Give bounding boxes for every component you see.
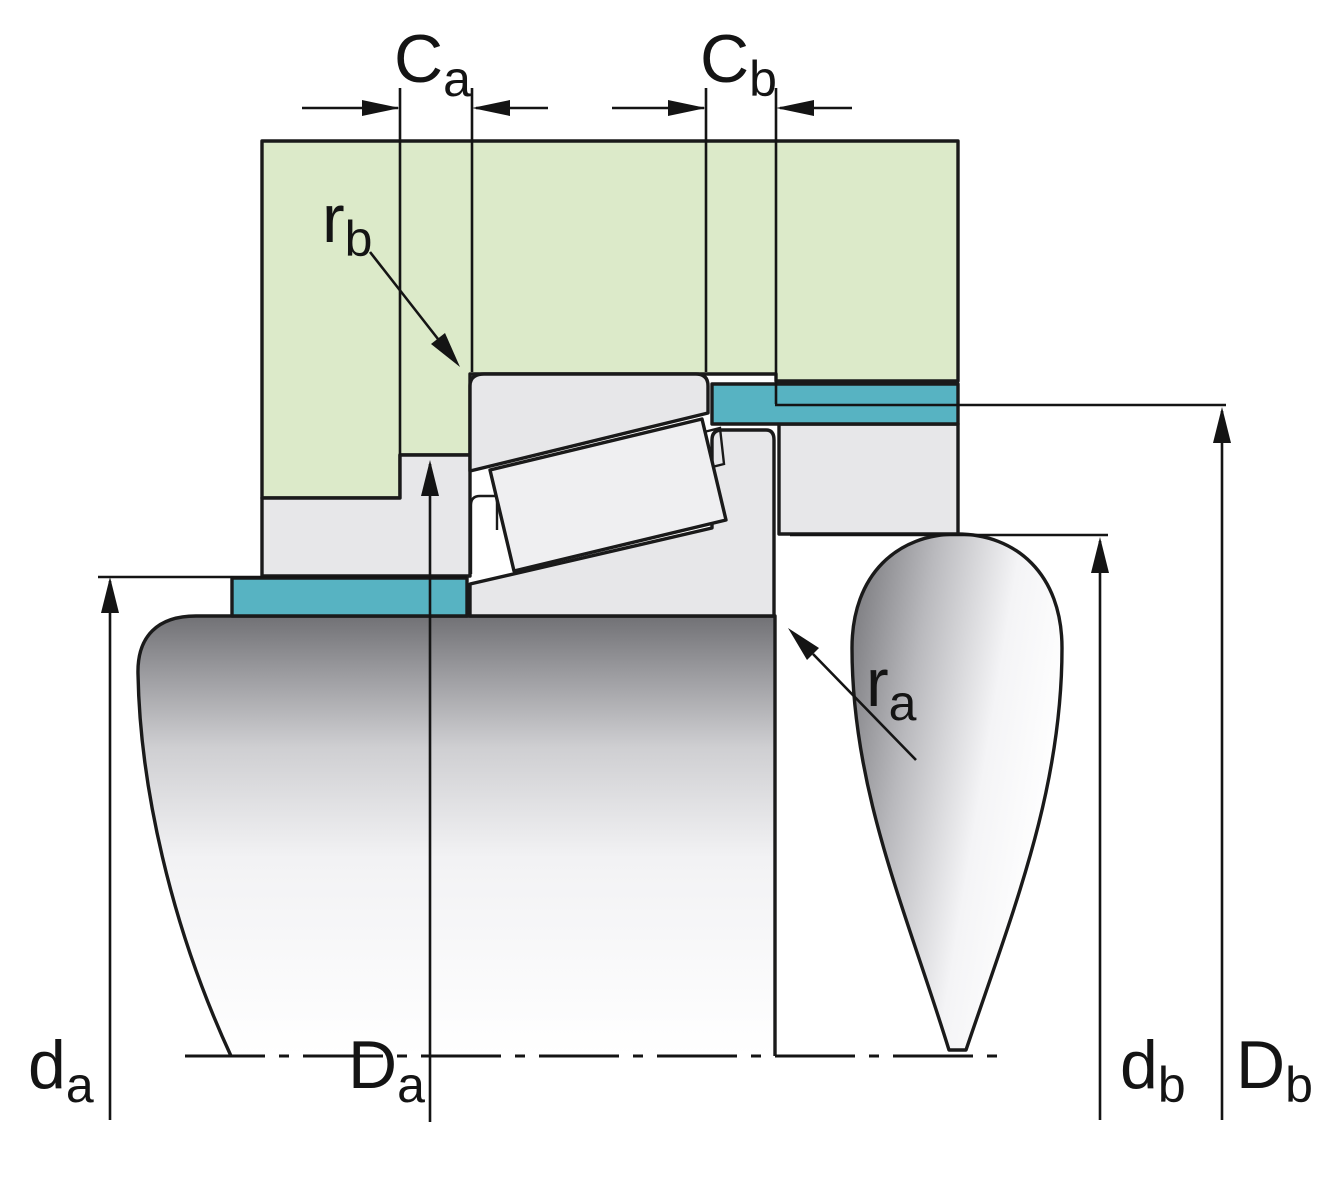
cage-detail-left [469,494,499,574]
dim-label-db: db [1120,1027,1186,1113]
dim-label-Da-sub: a [397,1057,425,1113]
dim-label-Cb: Cb [700,21,777,107]
bearing-inner-ring [468,428,776,618]
dim-label-da: da [28,1027,94,1113]
callout-ra-arrowhead [788,628,819,660]
dim-label-Ca: Ca [394,21,471,107]
dim-label-Cb-main: C [700,21,749,97]
callout-label-rb: rb [322,181,372,267]
dim-da: da [28,575,467,1120]
bearing-outer-ring [468,372,710,473]
dim-label-Db: Db [1236,1027,1313,1113]
dim-db: db [790,533,1186,1120]
dim-label-da-sub: a [66,1057,94,1113]
shaft-shoulder [850,532,1064,1052]
dim-label-Db-sub: b [1285,1057,1313,1113]
callout-label-ra: ra [866,645,917,731]
spacer-block-right [777,422,960,536]
callout-rb-arrowhead [431,333,460,367]
dim-Db-arrowhead [1213,407,1231,443]
dim-Da: Da [348,460,439,1122]
callout-rb: rb [322,181,460,367]
callout-ra: ra [788,628,917,761]
dim-label-db-main: d [1120,1027,1158,1103]
dim-Ca-arrowhead-left [362,100,400,116]
dim-Cb: Cb [612,21,852,404]
callout-ra-leader [812,653,917,761]
dim-label-da-main: d [28,1027,66,1103]
dim-Db: Db [775,403,1313,1120]
dim-label-db-sub: b [1158,1057,1186,1113]
callout-label-rb-main: r [322,181,345,257]
callout-label-rb-sub: b [345,211,373,267]
dim-label-Cb-sub: b [749,51,777,107]
callout-label-ra-main: r [866,645,889,721]
dim-Ca: Ca [302,21,548,455]
dim-db-arrowhead [1091,537,1109,573]
callout-rb-leader [368,251,440,340]
dim-label-Db-main: D [1236,1027,1285,1103]
dim-Ca-arrowhead-right [472,100,510,116]
dim-Cb-arrowhead-right [776,100,814,116]
dim-label-Da-main: D [348,1027,397,1103]
dim-da-arrowhead [101,577,119,613]
dim-label-Da: Da [348,1027,425,1113]
abutment-ring-left [230,576,469,618]
tapered-roller [488,417,728,573]
dim-label-Ca-sub: a [443,51,471,107]
dim-Cb-arrowhead-left [668,100,706,116]
dim-label-Ca-main: C [394,21,443,97]
shaft-outline [136,614,777,1057]
dim-Da-arrowhead [421,460,439,496]
callout-label-ra-sub: a [889,675,917,731]
shaft [137,616,776,1056]
